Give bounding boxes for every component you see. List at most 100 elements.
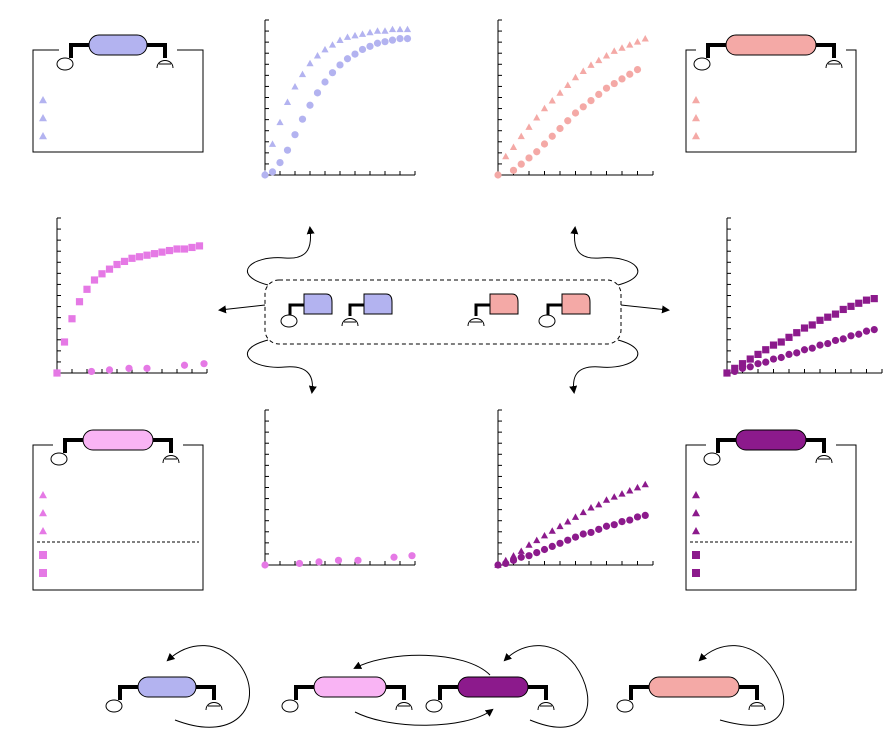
feedback-loops [105, 645, 785, 728]
data-point [381, 27, 389, 34]
data-point [105, 366, 114, 374]
data-point [180, 361, 189, 369]
chart-magenta-kinetics [53, 217, 208, 377]
data-point [200, 360, 208, 368]
data-point [358, 30, 367, 37]
data-point [105, 265, 114, 273]
protein-fragment [303, 293, 333, 315]
square-icon [692, 569, 700, 577]
data-point [298, 70, 307, 78]
data-point [610, 47, 618, 54]
data-point [626, 70, 634, 78]
data-point [509, 143, 518, 150]
linker-right [816, 43, 836, 58]
linker [348, 303, 364, 316]
arrow-left [218, 304, 266, 314]
data-point [769, 355, 778, 363]
data-point [602, 52, 611, 59]
loop-protein-purple [425, 676, 555, 713]
kinetics-charts [53, 19, 883, 569]
receptor-icon [467, 318, 485, 327]
data-point [847, 332, 855, 340]
data-point [525, 541, 533, 548]
data-point [517, 547, 525, 554]
triangle-icon [692, 491, 700, 499]
data-point [321, 45, 329, 53]
loop-protein-pink [281, 676, 413, 713]
data-point [793, 349, 801, 357]
data-point [587, 61, 595, 68]
data-point [150, 250, 159, 258]
triangle-icon [39, 132, 47, 140]
data-point [291, 131, 299, 139]
linker-left [294, 685, 314, 700]
data-point [261, 561, 269, 569]
data-point [571, 533, 580, 541]
chart-salmon-kinetics [494, 19, 654, 179]
data-point [800, 324, 809, 332]
data-point [165, 246, 174, 255]
linker-right [153, 438, 173, 453]
data-point [746, 355, 754, 363]
data-point [517, 553, 525, 561]
data-point [343, 33, 352, 40]
loop-purple-self [503, 645, 589, 728]
complex-lavender-2 [348, 293, 393, 316]
complex-salmon-1 [474, 293, 519, 316]
data-point [556, 539, 564, 547]
protein-fragment [489, 293, 519, 315]
linker-right [806, 438, 826, 453]
data-point [381, 38, 389, 46]
chart-magenta-kinetics-circles [261, 409, 416, 569]
data-point [125, 364, 133, 372]
data-point [626, 41, 634, 48]
receptor-icon [537, 702, 555, 711]
receptor-icon [748, 702, 766, 711]
arrow-right [620, 304, 670, 314]
data-point [298, 115, 307, 123]
linker-right [386, 685, 406, 700]
ligand-icon [538, 314, 556, 328]
data-point [188, 243, 196, 252]
data-point [502, 559, 510, 568]
data-point [738, 360, 747, 368]
data-point [626, 516, 634, 524]
data-point [135, 253, 144, 261]
data-point [564, 536, 572, 544]
data-point [855, 330, 863, 338]
linker-left [63, 438, 83, 453]
protein-lavender [56, 34, 174, 71]
data-point [533, 114, 541, 121]
data-point [315, 558, 323, 566]
data-point [564, 518, 572, 525]
panel-legend [37, 491, 199, 577]
data-point [517, 132, 525, 140]
data-point [525, 123, 533, 130]
data-point [571, 73, 580, 81]
data-point [816, 341, 824, 349]
data-point [762, 358, 770, 366]
triangle-icon [39, 114, 47, 122]
data-point [847, 302, 855, 310]
data-point [777, 338, 785, 346]
data-point [870, 295, 878, 303]
ligand-icon [693, 57, 711, 71]
loop-lavender-self [166, 645, 250, 728]
data-point [180, 245, 189, 253]
central-complex [264, 279, 622, 345]
data-point [87, 367, 96, 376]
ligand-icon [425, 699, 443, 713]
protein-body [648, 676, 740, 698]
data-point [321, 78, 329, 86]
data-point [354, 556, 362, 564]
data-point [173, 245, 181, 253]
data-point [641, 35, 649, 42]
data-point [754, 360, 762, 368]
data-point [403, 35, 412, 43]
arrow-down-right [569, 339, 639, 394]
data-point [158, 248, 166, 256]
linker-left [438, 685, 458, 700]
data-point [195, 242, 204, 250]
data-point [633, 483, 642, 491]
chart-purple-kinetics-right [723, 217, 883, 377]
